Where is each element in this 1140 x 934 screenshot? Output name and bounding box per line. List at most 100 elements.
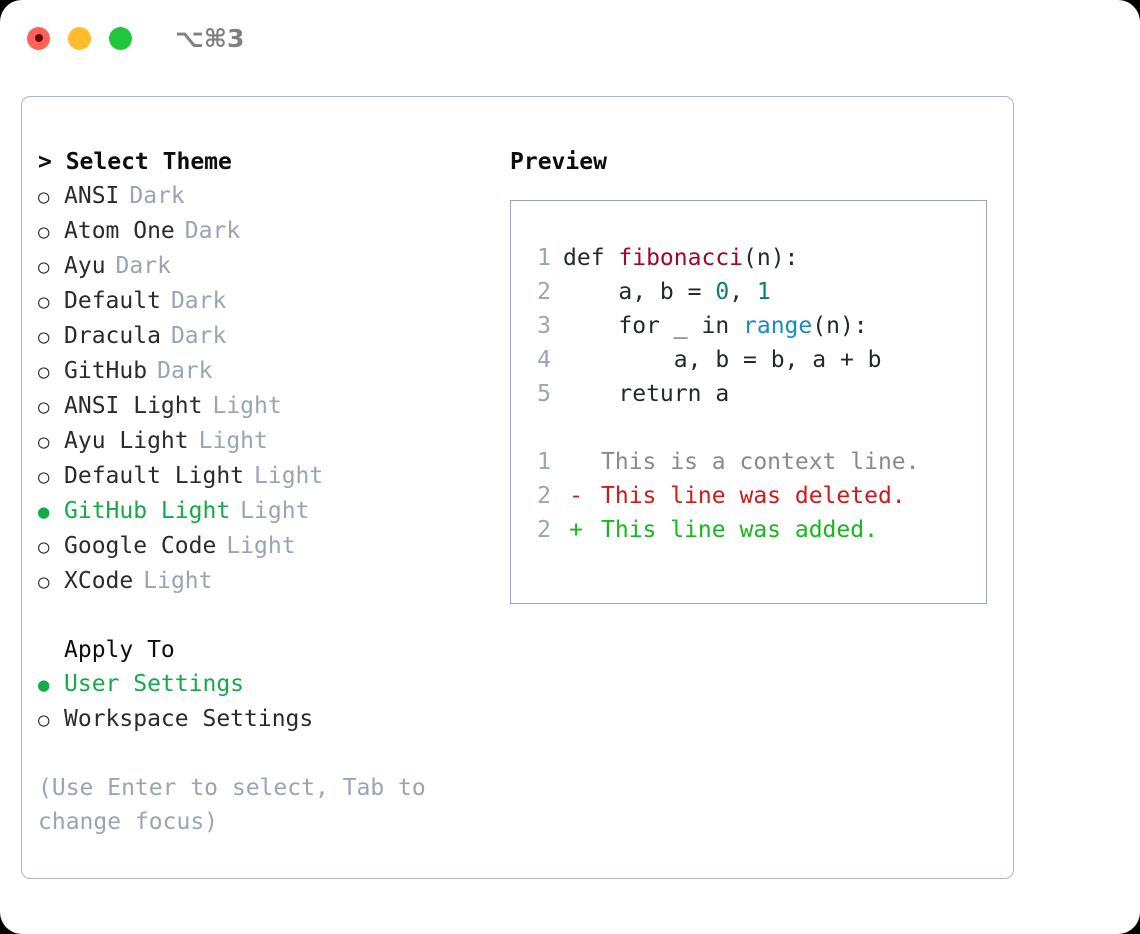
code-line: 4 a, b = b, a + b <box>525 343 986 377</box>
radio-unselected-icon: ○ <box>38 361 50 383</box>
diff-marker: + <box>569 517 583 543</box>
code-line-number: 5 <box>537 381 551 407</box>
theme-option-variant-tag: Light <box>226 533 296 559</box>
title-bar: ⌥⌘3 <box>0 0 1140 76</box>
radio-unselected-icon: ○ <box>38 431 50 453</box>
section-spacer <box>38 599 487 633</box>
apply-to-option-label: User Settings <box>64 671 245 697</box>
code-token: 1 <box>756 279 771 305</box>
theme-option-label: GitHub Light <box>64 498 231 524</box>
code-token: (n): <box>812 313 868 339</box>
code-token: 0 <box>715 279 730 305</box>
code-token: return a <box>563 381 730 407</box>
keyboard-shortcut-label: ⌥⌘3 <box>175 23 245 53</box>
theme-option-default[interactable]: ○ Default Dark <box>38 284 487 319</box>
theme-option-label: Default <box>64 288 161 314</box>
preview-heading: Preview <box>510 149 607 175</box>
theme-option-ansi[interactable]: ○ ANSI Dark <box>38 179 487 214</box>
radio-unselected-icon: ○ <box>38 571 50 593</box>
keyboard-hint-text: (Use Enter to select, Tab to change focu… <box>38 775 440 835</box>
theme-option-label: Atom One <box>64 218 175 244</box>
code-line: 5 return a <box>525 377 986 411</box>
theme-option-label: XCode <box>64 568 134 594</box>
apply-to-list: ●User Settings ○ Workspace Settings <box>38 667 487 737</box>
code-line-text: def fibonacci(n): <box>551 241 798 275</box>
theme-option-variant-tag: Light <box>198 428 268 454</box>
traffic-lights <box>27 26 132 50</box>
theme-option-xcode[interactable]: ○ XCode Light <box>38 564 487 599</box>
theme-option-ayu-light[interactable]: ○ Ayu Light Light <box>38 424 487 459</box>
code-line-text: for _ in range(n): <box>551 309 868 343</box>
radio-unselected-icon: ○ <box>38 709 50 731</box>
code-line-number: 4 <box>537 347 551 373</box>
diff-line-number: 2 <box>537 483 551 509</box>
apply-to-option-workspace-settings[interactable]: ○ Workspace Settings <box>38 702 487 737</box>
theme-option-label: Ayu Light <box>64 428 189 454</box>
diff-line: 1 This is a context line. <box>525 445 986 479</box>
diff-line-number: 2 <box>537 517 551 543</box>
radio-unselected-icon: ○ <box>38 291 50 313</box>
code-token: a, b = <box>563 279 716 305</box>
radio-unselected-icon: ○ <box>38 326 50 348</box>
close-window-button[interactable] <box>27 26 50 50</box>
theme-option-variant-tag: Light <box>212 393 282 419</box>
theme-option-variant-tag: Dark <box>170 323 227 349</box>
theme-option-label: Dracula <box>64 323 161 349</box>
code-token: (n): <box>743 245 799 271</box>
theme-option-variant-tag: Dark <box>129 183 185 209</box>
minimize-window-button[interactable] <box>68 26 91 50</box>
theme-option-variant-tag: Dark <box>170 288 227 314</box>
theme-option-label: GitHub <box>64 358 148 384</box>
theme-option-variant-tag: Dark <box>157 358 213 384</box>
radio-selected-icon: ● <box>38 501 50 523</box>
code-line-text: return a <box>551 377 729 411</box>
radio-unselected-icon: ○ <box>38 396 50 418</box>
radio-unselected-icon: ○ <box>38 221 50 243</box>
radio-unselected-icon: ○ <box>38 466 50 488</box>
code-token: , <box>729 279 757 305</box>
diff-marker: - <box>569 483 583 509</box>
diff-line-text: This line was deleted. <box>601 483 906 509</box>
code-line-text: a, b = b, a + b <box>551 343 882 377</box>
code-line: 3 for _ in range(n): <box>525 309 986 343</box>
code-diff-separator <box>525 411 986 445</box>
code-token: a, b = b, a + b <box>563 347 882 373</box>
theme-option-label: Ayu <box>64 253 106 279</box>
diff-line-text: This is a context line. <box>601 449 920 475</box>
select-theme-heading: > Select Theme <box>38 149 232 175</box>
diff-sample: 1 This is a context line. 2-This line was… <box>525 445 986 547</box>
maximize-window-button[interactable] <box>109 26 132 50</box>
theme-option-variant-tag: Light <box>254 463 324 489</box>
theme-option-label: ANSI Light <box>64 393 203 419</box>
theme-option-label: ANSI <box>64 183 120 209</box>
theme-option-variant-tag: Light <box>240 498 310 524</box>
theme-option-variant-tag: Light <box>143 568 213 594</box>
theme-option-github[interactable]: ○ GitHub Dark <box>38 354 487 389</box>
theme-option-dracula[interactable]: ○ Dracula Dark <box>38 319 487 354</box>
theme-option-variant-tag: Dark <box>115 253 171 279</box>
radio-unselected-icon: ○ <box>38 186 50 208</box>
theme-option-ansi-light[interactable]: ○ ANSI Light Light <box>38 389 487 424</box>
code-line-number: 3 <box>537 313 551 339</box>
code-token: def <box>563 245 619 271</box>
code-token: for _ in <box>563 313 744 339</box>
hint-spacer <box>38 737 487 771</box>
apply-to-option-label: Workspace Settings <box>64 706 314 732</box>
apply-to-option-user-settings[interactable]: ●User Settings <box>38 667 487 702</box>
code-line-text: a, b = 0, 1 <box>551 275 771 309</box>
code-token: fibonacci <box>618 245 744 271</box>
code-line: 2 a, b = 0, 1 <box>525 275 986 309</box>
apply-to-heading: Apply To <box>64 637 175 663</box>
theme-option-github-light[interactable]: ● GitHub Light Light <box>38 494 487 529</box>
